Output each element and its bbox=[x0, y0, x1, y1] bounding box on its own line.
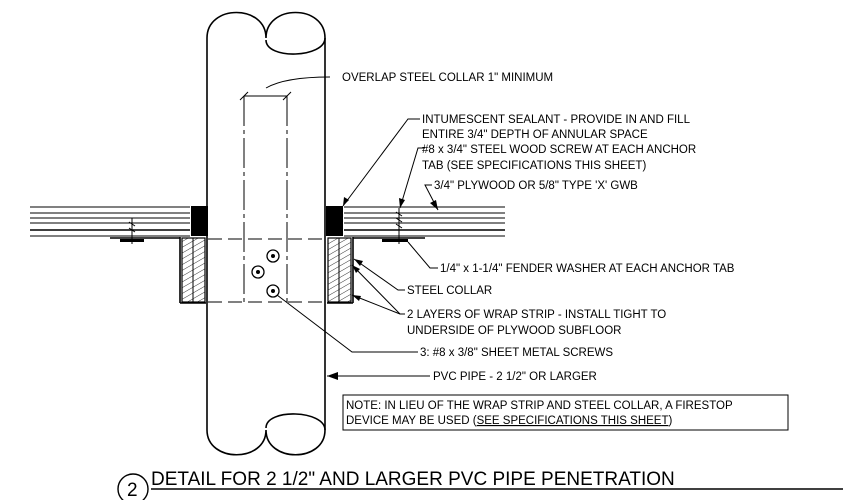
note-line1: NOTE: IN LIEU OF THE WRAP STRIP AND STEE… bbox=[346, 400, 733, 412]
metal-screws-callout: 3: #8 x 3/8" SHEET METAL SCREWS bbox=[420, 347, 613, 359]
sheet-metal-screw bbox=[251, 265, 265, 279]
wrap-strip-left bbox=[181, 237, 206, 303]
leader-lines bbox=[265, 76, 439, 380]
sheet-metal-screw bbox=[266, 284, 280, 298]
fender-washer-callout: 1/4" x 1-1/4" FENDER WASHER AT EACH ANCH… bbox=[440, 263, 735, 275]
firestop-note: NOTE: IN LIEU OF THE WRAP STRIP AND STEE… bbox=[342, 394, 789, 431]
note-spec-link[interactable]: SEE SPECIFICATIONS THIS SHEET bbox=[477, 415, 669, 427]
intumescent-sealant-right bbox=[326, 206, 343, 236]
anchor-tab-right bbox=[353, 208, 425, 244]
collar-overlap-lines bbox=[239, 91, 292, 302]
wrap-strip-right bbox=[327, 237, 352, 303]
intumescent-sealant-left bbox=[191, 206, 208, 236]
pvc-pipe bbox=[206, 11, 326, 456]
wrap-strip-callout-line1: 2 LAYERS OF WRAP STRIP - INSTALL TIGHT T… bbox=[407, 309, 666, 321]
steel-collar bbox=[179, 237, 354, 304]
detail-number-bubble bbox=[117, 473, 149, 500]
wood-screw-callout-line2: TAB (SEE SPECIFICATIONS THIS SHEET) bbox=[422, 160, 646, 172]
sealant-callout-line2: ENTIRE 3/4" DEPTH OF ANNULAR SPACE bbox=[422, 129, 648, 141]
wrap-strip-callout-line2: UNDERSIDE OF PLYWOOD SUBFLOOR bbox=[407, 325, 621, 337]
plywood-subfloor bbox=[30, 206, 505, 237]
sealant-callout-line1: INTUMESCENT SEALANT - PROVIDE IN AND FIL… bbox=[422, 114, 691, 126]
note-line2-prefix: DEVICE MAY BE USED ( bbox=[346, 415, 477, 427]
note-line2-suffix: ) bbox=[669, 415, 673, 427]
plywood-callout: 3/4" PLYWOOD OR 5/8" TYPE 'X' GWB bbox=[434, 180, 638, 192]
steel-collar-callout: STEEL COLLAR bbox=[407, 285, 492, 297]
detail-title: 2 DETAIL FOR 2 1/2" AND LARGER PVC PIPE … bbox=[117, 469, 843, 500]
overlap-callout: OVERLAP STEEL COLLAR 1" MINIMUM bbox=[342, 72, 553, 84]
note-line2: DEVICE MAY BE USED (SEE SPECIFICATIONS T… bbox=[346, 415, 673, 427]
pvc-pipe-callout: PVC PIPE - 2 1/2" OR LARGER bbox=[433, 371, 597, 383]
sheet-metal-screw bbox=[266, 249, 280, 263]
wood-screw-callout-line1: #8 x 3/4" STEEL WOOD SCREW AT EACH ANCHO… bbox=[422, 144, 696, 156]
anchor-tab-left bbox=[110, 218, 180, 244]
detail-number: 2 bbox=[127, 480, 138, 500]
detail-title-text: DETAIL FOR 2 1/2" AND LARGER PVC PIPE PE… bbox=[151, 469, 675, 490]
